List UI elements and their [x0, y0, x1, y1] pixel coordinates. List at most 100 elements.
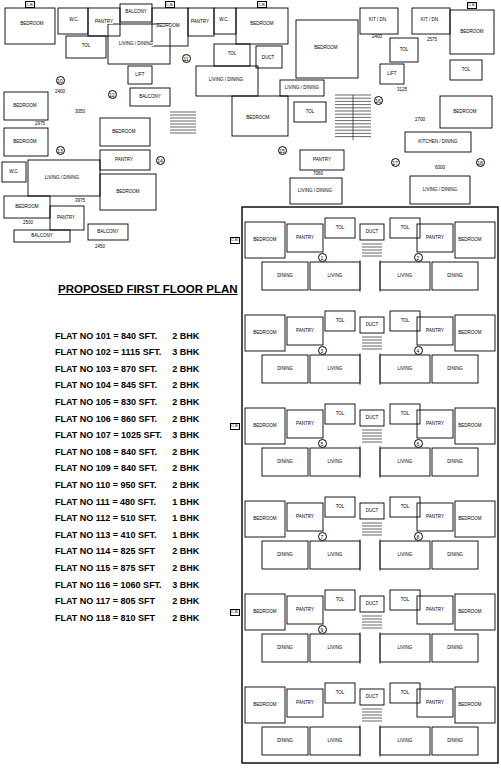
flat-type: 3 BHK — [172, 581, 199, 590]
stair-tread — [380, 260, 381, 292]
room-wall — [455, 315, 495, 351]
room-name: TOL — [399, 48, 409, 53]
room-wall — [262, 541, 308, 569]
dimension: 3050 — [75, 110, 85, 115]
flat-callout: 14 — [156, 156, 165, 165]
room-wall — [188, 8, 214, 36]
room-wall — [287, 503, 323, 531]
flat-area: FLAT NO 115 = 875 SFT — [55, 564, 155, 573]
flat-area: FLAT NO 113 = 410 SFT. — [55, 531, 157, 540]
room-wall — [108, 24, 170, 64]
flat-type: 2 BHK — [172, 365, 199, 374]
stair-tread — [170, 127, 196, 128]
room-wall — [360, 410, 384, 426]
room-name: BEDROOM — [314, 46, 338, 51]
flat-callout: 18 — [476, 158, 485, 167]
room-wall — [310, 448, 360, 476]
room-name: BEDROOM — [253, 424, 277, 429]
room-wall — [432, 541, 478, 569]
room-wall — [455, 501, 495, 537]
room-name: PANTRY — [426, 329, 445, 334]
stair-tread — [362, 349, 382, 350]
room-wall — [262, 727, 308, 755]
flat-type: 1 BHK — [172, 514, 199, 523]
room-name: LIVING / DINING — [422, 188, 457, 193]
room-name: TOL — [335, 226, 345, 231]
room-wall — [232, 96, 288, 136]
room-name: LIVING — [327, 367, 343, 372]
stair-tread — [362, 715, 382, 716]
stair-tread — [362, 430, 382, 431]
flat-area: FLAT NO 103 = 870 SFT. — [55, 365, 157, 374]
flat-type: 3 BHK — [172, 348, 199, 357]
room-name: TOL — [335, 691, 345, 696]
room-wall — [455, 594, 495, 630]
flat-type: 1 BHK — [172, 498, 199, 507]
room-name: DINING — [447, 646, 464, 651]
room-name: BEDROOM — [253, 610, 277, 615]
room-name: TOL — [335, 598, 345, 603]
stair-tread — [362, 529, 382, 530]
room-wall — [100, 174, 156, 210]
room-wall — [130, 88, 170, 106]
room-wall — [245, 222, 285, 258]
stair-tread — [362, 709, 382, 710]
room-name: LIVING — [397, 646, 413, 651]
room-name: BEDROOM — [13, 140, 37, 145]
stair-tread — [362, 343, 382, 344]
room-wall — [66, 36, 106, 58]
room-wall — [262, 262, 308, 290]
room-name: LIVING — [327, 739, 343, 744]
flat-type: 1 BHK — [172, 531, 199, 540]
cupboard-tag: C.B. — [25, 1, 36, 8]
room-wall — [5, 8, 55, 44]
room-name: DUCT — [261, 56, 275, 61]
room-wall — [196, 66, 258, 96]
room-name: TOL — [81, 44, 91, 49]
room-wall — [245, 594, 285, 630]
stair-tread — [380, 539, 381, 571]
flat-area: FLAT NO 104 = 845 SFT. — [55, 381, 157, 390]
flat-callout: 17 — [391, 158, 400, 167]
room-name: TOL — [400, 319, 410, 324]
room-wall — [325, 590, 355, 610]
flat-area: FLAT NO 102 = 1115 SFT. — [55, 348, 161, 357]
room-name: BEDROOM — [112, 130, 136, 135]
stair-tread — [360, 632, 361, 664]
room-wall — [236, 8, 288, 44]
room-wall — [128, 66, 152, 84]
flat-type: 2 BHK — [172, 547, 199, 556]
room-wall — [432, 355, 478, 383]
room-name: DUCT — [365, 323, 379, 328]
room-wall — [100, 150, 150, 170]
room-name: BEDROOM — [453, 110, 477, 115]
room-wall — [287, 596, 323, 624]
dimension: 3975 — [75, 199, 85, 204]
room-name: LIVING — [397, 367, 413, 372]
tower-outline — [242, 207, 498, 763]
room-wall — [390, 218, 420, 238]
room-name: TOL — [400, 505, 410, 510]
room-name: BEDROOM — [458, 703, 482, 708]
dimension: 2400 — [372, 35, 382, 40]
room-wall — [256, 46, 282, 68]
room-name: BALCONY — [31, 234, 54, 239]
flat-type: 2 BHK — [172, 332, 199, 341]
room-name: PANTRY — [296, 701, 315, 706]
room-name: DUCT — [365, 230, 379, 235]
room-wall — [432, 634, 478, 662]
room-name: LIVING — [327, 553, 343, 558]
flat-area: FLAT NO 108 = 840 SFT. — [55, 448, 157, 457]
room-name: PANTRY — [191, 20, 210, 25]
room-name: BEDROOM — [156, 24, 180, 29]
room-name: BALCONY — [139, 95, 162, 100]
stair-tread — [170, 124, 196, 125]
stair-tread — [362, 436, 382, 437]
stair-tread — [170, 112, 196, 113]
stair-tread — [362, 250, 382, 251]
room-wall — [245, 687, 285, 723]
flat-area: FLAT NO 118 = 810 SFT — [55, 614, 155, 623]
room-name: BEDROOM — [253, 238, 277, 243]
room-wall — [380, 634, 430, 662]
room-wall — [380, 448, 430, 476]
